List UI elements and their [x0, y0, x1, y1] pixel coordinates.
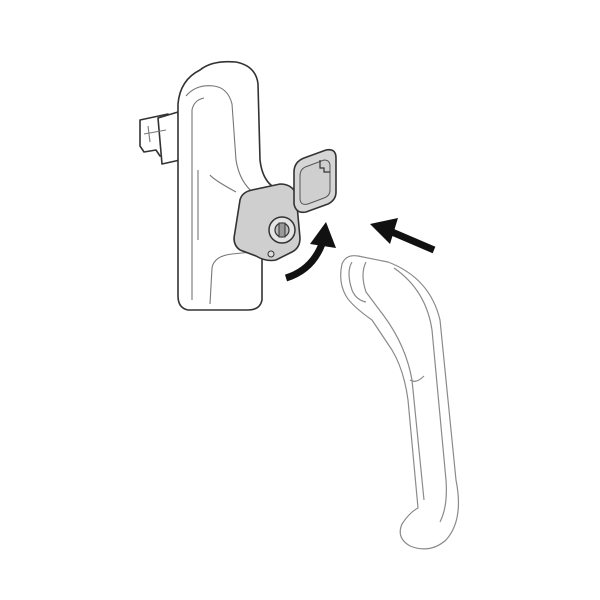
mounting-clip: [139, 111, 181, 165]
insert-arrow: [370, 218, 436, 254]
rotate-arrow: [284, 222, 336, 282]
handle-lever: [340, 255, 460, 550]
lock-cylinder-housing: [233, 183, 301, 262]
base-plate: [177, 60, 273, 311]
key: [293, 148, 337, 214]
